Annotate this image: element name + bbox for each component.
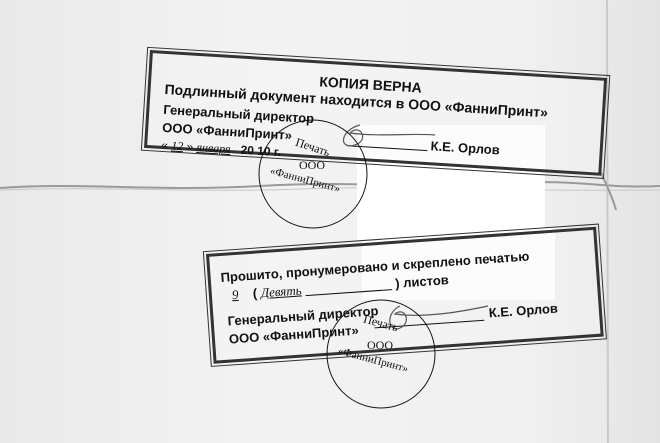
date-day: 12	[170, 138, 184, 154]
company-seal: Печать ООО «ФанниПринт»	[325, 298, 437, 410]
signature-scribble	[389, 305, 489, 330]
seal-circle	[258, 119, 368, 229]
open-paren: (	[252, 285, 258, 301]
page-count-words: Девять	[260, 282, 303, 301]
date-close-quote: »	[186, 139, 194, 154]
signature-scribble	[343, 124, 436, 147]
white-patch	[357, 125, 545, 240]
binding-thread	[599, 0, 617, 443]
seal-circle	[326, 299, 436, 409]
pages-suffix: ) листов	[394, 272, 450, 291]
signatory-name: К.Е. Орлов	[430, 138, 501, 158]
company-seal: Печать ООО «ФанниПринт»	[257, 118, 369, 230]
date-open-quote: «	[160, 137, 169, 153]
page-count-number: 9	[231, 286, 239, 303]
date-month: января	[196, 140, 232, 157]
white-patch	[362, 228, 555, 300]
seal-line2: ООО	[367, 338, 393, 352]
signatory-name: К.Е. Орлов	[488, 300, 559, 321]
seal-line2: ООО	[299, 158, 325, 172]
